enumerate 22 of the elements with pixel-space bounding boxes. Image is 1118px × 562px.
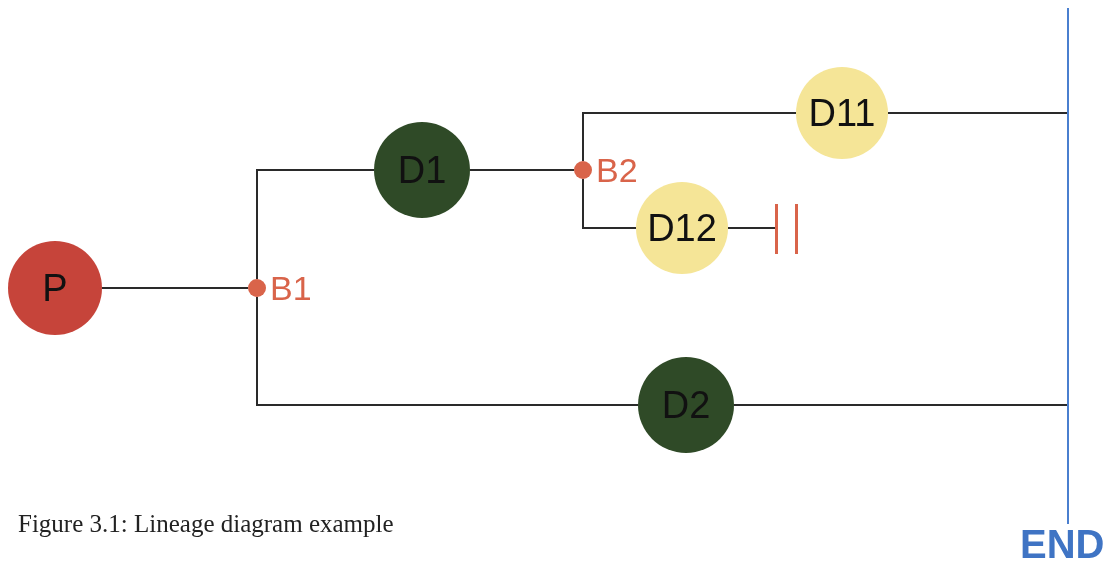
connector-line [887,112,1068,114]
node-circle: P [8,241,102,335]
connector-line [582,178,637,229]
connector-line [582,112,797,162]
branch-dot [574,161,592,179]
branch-label: B2 [596,153,638,187]
connector-line [256,169,375,280]
figure-caption: Figure 3.1: Lineage diagram example [18,510,394,538]
node-circle: D1 [374,122,470,218]
end-line [1067,8,1069,524]
connector-line [469,169,575,171]
connector-line [727,227,776,229]
end-label: END [1020,524,1105,562]
connector-line [256,296,639,406]
node-circle: D2 [638,357,734,453]
node-circle: D12 [636,182,728,274]
connector-line [101,287,249,289]
branch-dot [248,279,266,297]
branch-label: B1 [270,271,312,305]
node-circle: D11 [796,67,888,159]
terminator-bars [775,204,798,254]
connector-line [733,404,1068,406]
